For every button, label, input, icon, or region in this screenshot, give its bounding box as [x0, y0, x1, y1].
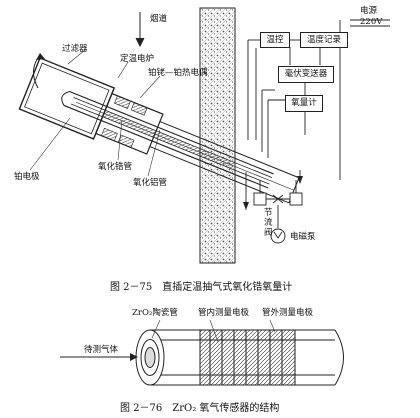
alumina-tube-label: 氧化铝管 [133, 178, 168, 188]
power-label: 电源 [360, 6, 378, 16]
oxygen-meter-box: 氧量计 [285, 95, 323, 112]
sensor-leaders [151, 319, 276, 343]
figure1-caption: 图 2－75 直插定温抽气式氧化锆氧量计 [110, 282, 293, 293]
outer-electrode-label: 管外测量电极 [262, 308, 314, 318]
temp-record-box: 温度记录 [300, 32, 348, 48]
probe-assembly [18, 57, 300, 204]
flue-label: 烟道 [150, 14, 168, 24]
gas-label: 待测气体 [84, 345, 119, 355]
leader-lines [29, 49, 161, 177]
throttle-label: 节流阀 [264, 208, 273, 238]
inner-electrode-label: 管内测量电极 [198, 308, 250, 318]
flue-wall [199, 7, 236, 264]
flow-arrows [243, 176, 303, 210]
mv-converter-box: 毫伏变送器 [278, 66, 334, 83]
filter-label: 过滤器 [62, 44, 88, 54]
temp-control-box: 温控 [260, 32, 290, 48]
flue-arrow [135, 12, 145, 48]
zirconia-tube-label: 氧化锆管 [98, 162, 133, 172]
sensor-drawing [135, 329, 344, 386]
thermocouple-label: 铂铑—铂热电偶 [148, 68, 208, 78]
pump-label: 电磁泵 [290, 232, 316, 242]
gas-arrow [60, 353, 138, 361]
voltage-label: 220V [360, 17, 383, 27]
figure2-caption: 图 2－76 ZrO₂ 氧气传感器的结构 [120, 403, 280, 414]
platinum-electrode-label: 铂电极 [14, 172, 40, 182]
ceramic-tube-label: ZrO₂陶瓷管 [132, 308, 178, 318]
furnace-label: 定温电炉 [120, 54, 155, 64]
